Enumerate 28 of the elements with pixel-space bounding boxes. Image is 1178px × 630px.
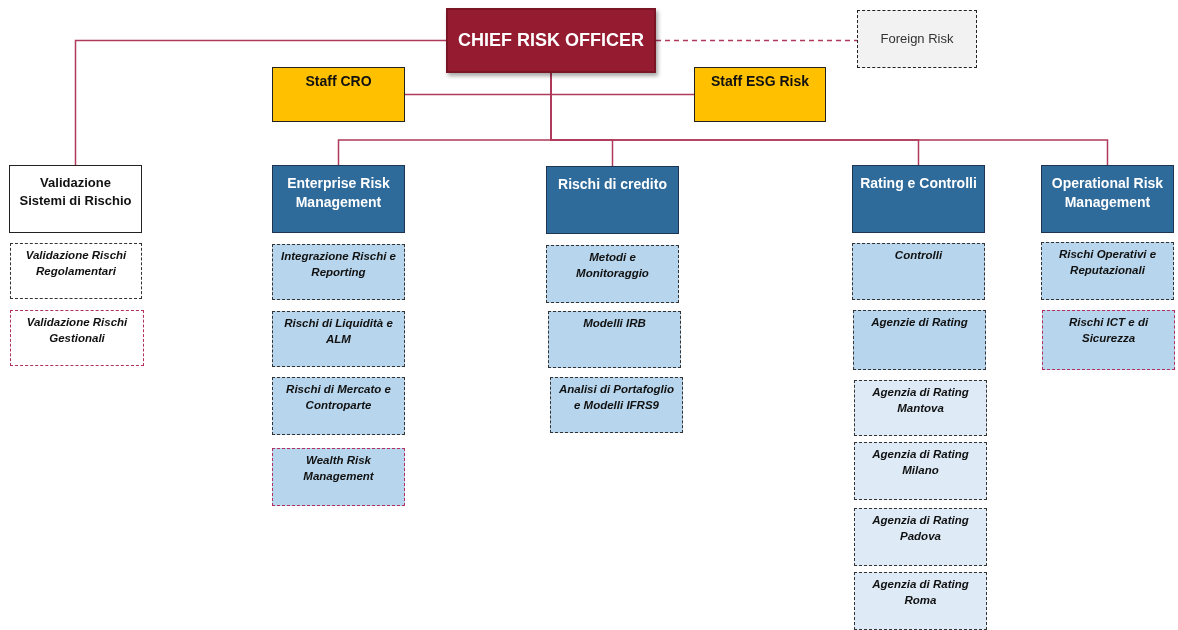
department-box: Enterprise Risk Management	[272, 165, 405, 233]
unit-box: Wealth Risk Management	[272, 448, 405, 506]
officer-box: CHIEF RISK OFFICER	[446, 8, 656, 73]
department-box: Validazione Sistemi di Rischio	[9, 165, 142, 233]
unit-box: Rischi Operativi e Reputazionali	[1041, 242, 1174, 300]
unit-box: Rischi di Mercato e Controparte	[272, 377, 405, 435]
unit-box: Analisi di Portafoglio e Modelli IFRS9	[550, 377, 683, 433]
unit-box: Integrazione Rischi e Reporting	[272, 244, 405, 300]
staff-box: Staff ESG Risk	[694, 67, 826, 122]
unit-box: Agenzie di Rating	[853, 310, 986, 370]
department-box: Rischi di credito	[546, 166, 679, 234]
department-box: Operational Risk Management	[1041, 165, 1174, 233]
dashed-connector	[655, 39, 858, 42]
unit-box: Metodi e Monitoraggio	[546, 245, 679, 303]
department-box: Rating e Controlli	[852, 165, 985, 233]
unit-box: Modelli IRB	[548, 311, 681, 368]
connector-line	[74, 39, 447, 166]
unit-box: Rischi di Liquidità e ALM	[272, 311, 405, 367]
unit-box: Validazione Rischi Gestionali	[10, 310, 144, 366]
unit-box: Controlli	[852, 243, 985, 300]
unit-box: Agenzia di Rating Milano	[854, 442, 987, 500]
unit-box: Agenzia di Rating Mantova	[854, 380, 987, 436]
staff-box: Staff CRO	[272, 67, 405, 122]
unit-box: Validazione Rischi Regolamentari	[10, 243, 142, 299]
unit-box: Agenzia di Rating Padova	[854, 508, 987, 566]
unit-box: Agenzia di Rating Roma	[854, 572, 987, 630]
unit-box: Rischi ICT e di Sicurezza	[1042, 310, 1175, 370]
unit-box: Foreign Risk	[857, 10, 977, 68]
